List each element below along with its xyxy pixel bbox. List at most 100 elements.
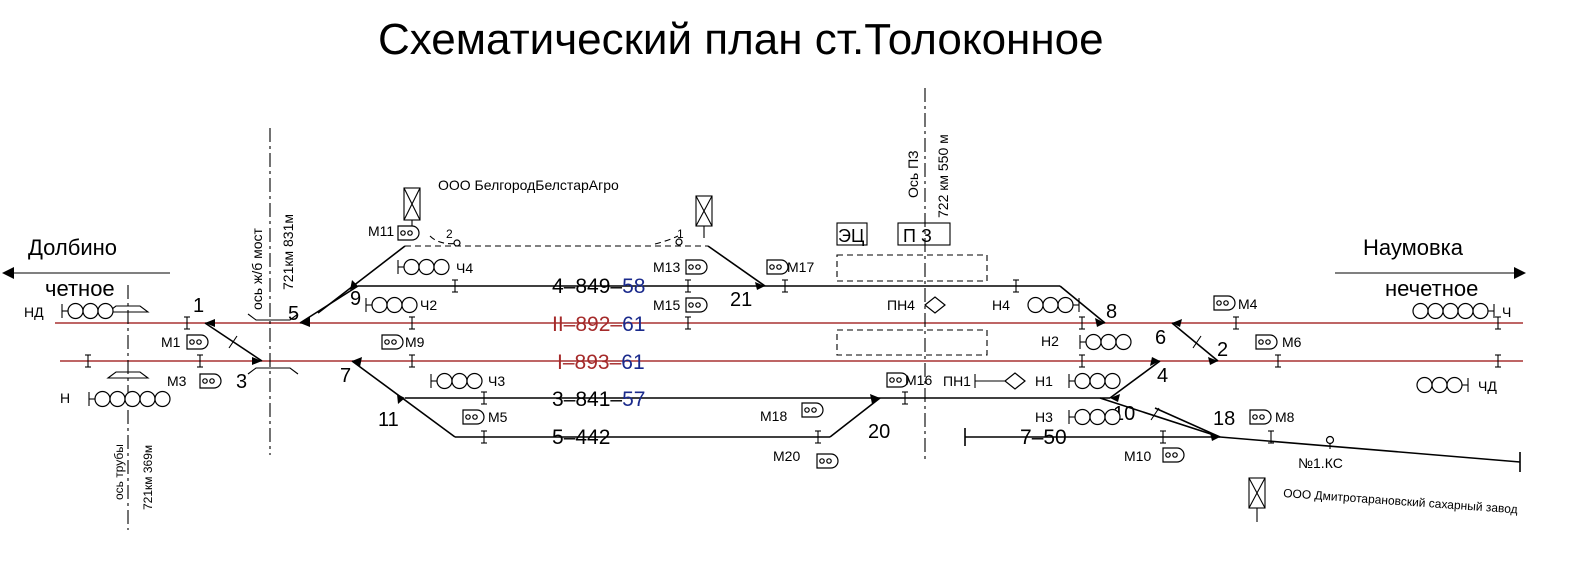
- shunt-signal-m8: М8: [1249, 409, 1295, 425]
- shunt-lamp: [202, 378, 208, 384]
- track-4: [299, 245, 1106, 324]
- signal-n2: Н2: [1041, 333, 1132, 351]
- signal-nd: НД: [24, 302, 114, 320]
- signal-label: М5: [488, 409, 508, 425]
- track-I-label: I–893–61: [557, 351, 645, 374]
- ks-label: №1.КС: [1298, 455, 1343, 471]
- track-3-5: [351, 360, 1221, 438]
- building-pz-label: П З: [903, 226, 932, 246]
- signal-lamp: [386, 296, 403, 314]
- shunt-lamp: [400, 230, 406, 236]
- direction-right: Наумовка нечетное: [1335, 235, 1526, 301]
- signal-label: ПН4: [887, 297, 915, 313]
- shunt-lamp: [1172, 452, 1178, 458]
- signal-lamp: [1416, 376, 1433, 394]
- shunt-signal-m6: М6: [1255, 334, 1302, 350]
- switch-18: 18: [1213, 408, 1235, 430]
- shunt-signal-m11: М11: [368, 223, 420, 241]
- signal-label: Н: [60, 390, 70, 406]
- signal-lamp: [451, 372, 468, 390]
- signal-lamp: [403, 258, 420, 276]
- signal-lamp: [1074, 372, 1091, 390]
- shunt-lamp: [465, 414, 471, 420]
- signal-lamp: [82, 302, 99, 320]
- switch-9: 9: [350, 288, 361, 310]
- signal-label: М4: [1238, 296, 1258, 312]
- direction-left-name: Долбино: [28, 235, 117, 260]
- siding-derail-2: [429, 235, 461, 245]
- shunt-lamp: [1258, 339, 1264, 345]
- switch-points: [205, 280, 1220, 441]
- signal-label: М6: [1282, 334, 1302, 350]
- shunt-lamp: [804, 407, 810, 413]
- company-bottom: ООО Дмитротарановский сахарный завод: [1283, 486, 1518, 516]
- shunt-lamp: [695, 302, 701, 308]
- shunt-lamp: [1216, 300, 1222, 306]
- signal-ch: Ч: [1412, 302, 1511, 320]
- shunt-lamp: [384, 339, 390, 345]
- bridge-symbol-top: [247, 313, 299, 321]
- switch-11: 11: [378, 409, 399, 431]
- signal-lamp: [1412, 302, 1429, 320]
- signal-lamp: [401, 296, 418, 314]
- shunt-signal-m17: М17: [766, 259, 814, 275]
- axis-pipe-name: ось трубы: [112, 444, 126, 500]
- signal-lamp: [1446, 376, 1463, 394]
- signal-lamp: [109, 390, 126, 408]
- track-labels: 4–849–58 II–892–61 I–893–61 3–841–57 5–4…: [552, 275, 1067, 449]
- signal-label: Ч2: [420, 297, 437, 313]
- shunt-signal-m16: М16: [886, 372, 932, 388]
- shunt-lamp: [472, 414, 478, 420]
- shunt-signal-m5: М5: [462, 409, 508, 425]
- direction-right-parity: нечетное: [1385, 276, 1478, 301]
- signal-lamp: [1427, 302, 1444, 320]
- pipe-symbol-bottom: [106, 371, 150, 379]
- arrow-right-head: [1514, 267, 1526, 279]
- switch-6: 6: [1155, 327, 1166, 349]
- signal-label: М17: [787, 259, 814, 275]
- shunt-lamp: [1265, 339, 1271, 345]
- platform-bottom: [836, 329, 988, 356]
- shunt-lamp: [695, 264, 701, 270]
- shunt-lamp: [769, 264, 775, 270]
- shunt-lamp: [189, 339, 195, 345]
- signal-lamp: [1042, 296, 1059, 314]
- signal-ch4: Ч4: [397, 258, 473, 276]
- signal-label: М18: [760, 408, 787, 424]
- signal-lamp: [418, 258, 435, 276]
- signal-label: Н1: [1035, 373, 1053, 389]
- shunt-lamp: [826, 458, 832, 464]
- switch-5: 5: [288, 303, 299, 325]
- signals: НДНЧЧДЧ4Ч2Ч3Н4Н2Н1Н3М1М3М9М5М11М13М15М17…: [24, 223, 1511, 469]
- building-ec-label: ЭЦ: [838, 226, 864, 246]
- signal-label: М20: [773, 448, 800, 464]
- signal-ch2: Ч2: [365, 296, 437, 314]
- shunt-lamp: [1252, 414, 1258, 420]
- shunt-lamp: [819, 458, 825, 464]
- signal-label: М8: [1275, 409, 1295, 425]
- signal-lamp: [97, 302, 114, 320]
- shunt-signal-m15: М15: [653, 297, 708, 313]
- signal-lamp: [1472, 302, 1489, 320]
- signal-label: Ч: [1502, 304, 1511, 320]
- signal-label: Н3: [1035, 409, 1053, 425]
- factory-icon-bottom: [1248, 477, 1266, 522]
- signal-n4: Н4: [992, 296, 1080, 314]
- signal-lamp: [433, 258, 450, 276]
- insulating-joint: [1150, 407, 1160, 421]
- shunt-lamp: [1165, 452, 1171, 458]
- signal-diamond: [1004, 372, 1026, 390]
- switch-3: 3: [236, 371, 247, 393]
- shunt-lamp: [776, 264, 782, 270]
- insulating-joints: [85, 279, 1501, 444]
- shunt-lamp: [407, 230, 413, 236]
- switch-2: 2: [1217, 339, 1228, 361]
- derail-2-label: 2: [446, 227, 453, 241]
- signal-lamp: [1027, 296, 1044, 314]
- signal-pn4: ПН4: [887, 296, 946, 314]
- shunt-lamp: [196, 339, 202, 345]
- crossover-6-2: [1171, 322, 1219, 362]
- pipe-symbol-top: [106, 305, 150, 313]
- signal-lamp: [1442, 302, 1459, 320]
- shunt-signal-m18: М18: [760, 402, 824, 424]
